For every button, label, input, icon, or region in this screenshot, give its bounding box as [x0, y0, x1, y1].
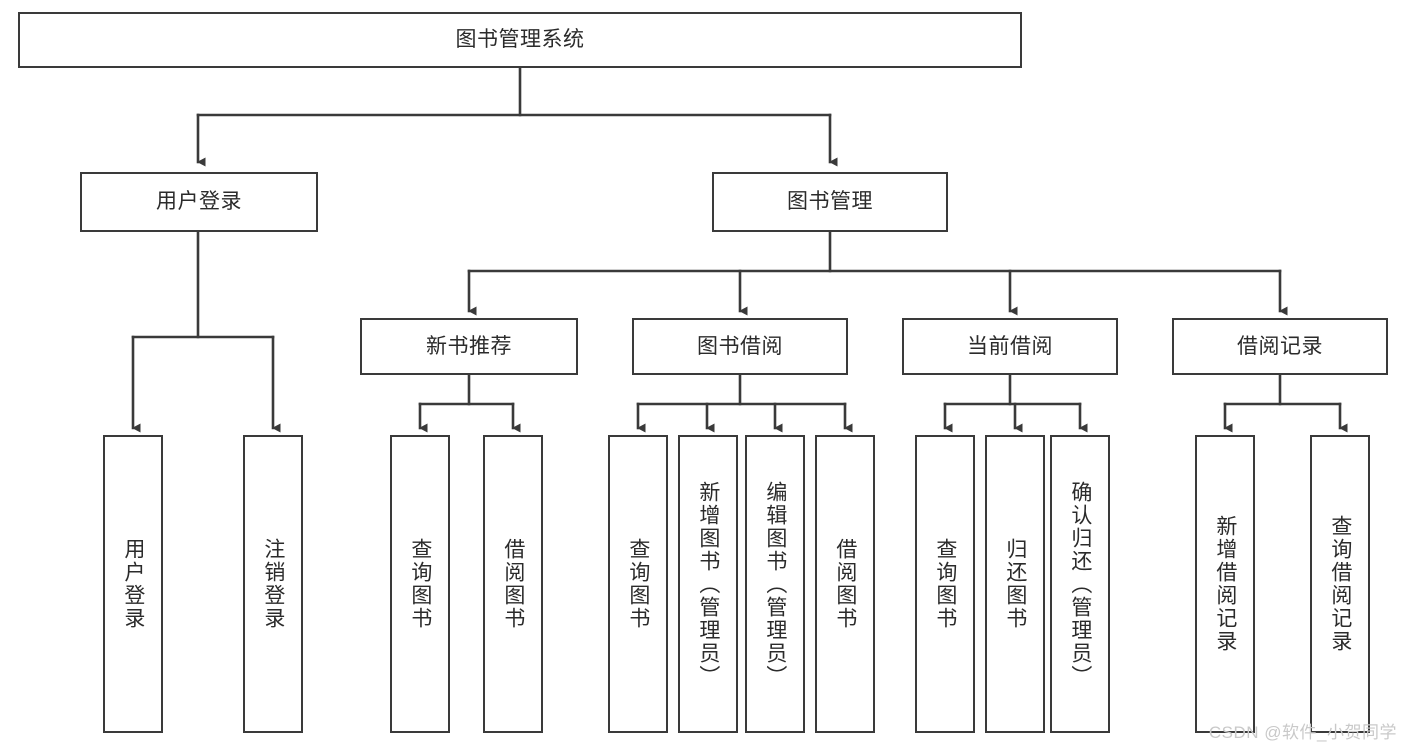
node-label: 查询图书: [933, 538, 957, 630]
leaf-book-borrow-add-book-admin[interactable]: 新增图书（管理员）: [678, 435, 738, 733]
node-label: 借阅图书: [501, 538, 525, 630]
node-label: 当前借阅: [967, 334, 1053, 358]
leaf-user-login-logout[interactable]: 注销登录: [243, 435, 303, 733]
leaf-new-book-borrow-book[interactable]: 借阅图书: [483, 435, 543, 733]
node-label: 用户登录: [156, 190, 242, 214]
node-label: 图书借阅: [697, 334, 783, 358]
node-user-login[interactable]: 用户登录: [80, 172, 318, 232]
node-label: 新书推荐: [426, 334, 512, 358]
node-label: 注销登录: [261, 538, 285, 630]
node-label: 查询借阅记录: [1328, 515, 1352, 653]
node-label: 查询图书: [408, 538, 432, 630]
leaf-current-borrow-return-book[interactable]: 归还图书: [985, 435, 1045, 733]
leaf-book-borrow-query-book[interactable]: 查询图书: [608, 435, 668, 733]
leaf-current-borrow-query-book[interactable]: 查询图书: [915, 435, 975, 733]
leaf-user-login-login[interactable]: 用户登录: [103, 435, 163, 733]
node-current-borrow[interactable]: 当前借阅: [902, 318, 1118, 375]
node-label: 确认归还（管理员）: [1068, 480, 1092, 688]
node-label: 图书管理: [787, 190, 873, 214]
node-borrow-record[interactable]: 借阅记录: [1172, 318, 1388, 375]
leaf-book-borrow-edit-book-admin[interactable]: 编辑图书（管理员）: [745, 435, 805, 733]
node-label: 编辑图书（管理员）: [763, 480, 787, 688]
node-label: 新增图书（管理员）: [696, 480, 720, 688]
node-book-borrow[interactable]: 图书借阅: [632, 318, 848, 375]
node-label: 借阅记录: [1237, 334, 1323, 358]
node-label: 新增借阅记录: [1213, 515, 1237, 653]
leaf-borrow-record-query-record[interactable]: 查询借阅记录: [1310, 435, 1370, 733]
leaf-current-borrow-confirm-return-admin[interactable]: 确认归还（管理员）: [1050, 435, 1110, 733]
node-book-management[interactable]: 图书管理: [712, 172, 948, 232]
leaf-borrow-record-add-record[interactable]: 新增借阅记录: [1195, 435, 1255, 733]
leaf-new-book-query-book[interactable]: 查询图书: [390, 435, 450, 733]
node-label: 用户登录: [121, 538, 145, 630]
leaf-book-borrow-borrow-book[interactable]: 借阅图书: [815, 435, 875, 733]
node-new-book-recommend[interactable]: 新书推荐: [360, 318, 578, 375]
node-label: 归还图书: [1003, 538, 1027, 630]
node-label: 查询图书: [626, 538, 650, 630]
node-label: 借阅图书: [833, 538, 857, 630]
node-root-book-management-system[interactable]: 图书管理系统: [18, 12, 1022, 68]
node-label: 图书管理系统: [455, 28, 585, 52]
